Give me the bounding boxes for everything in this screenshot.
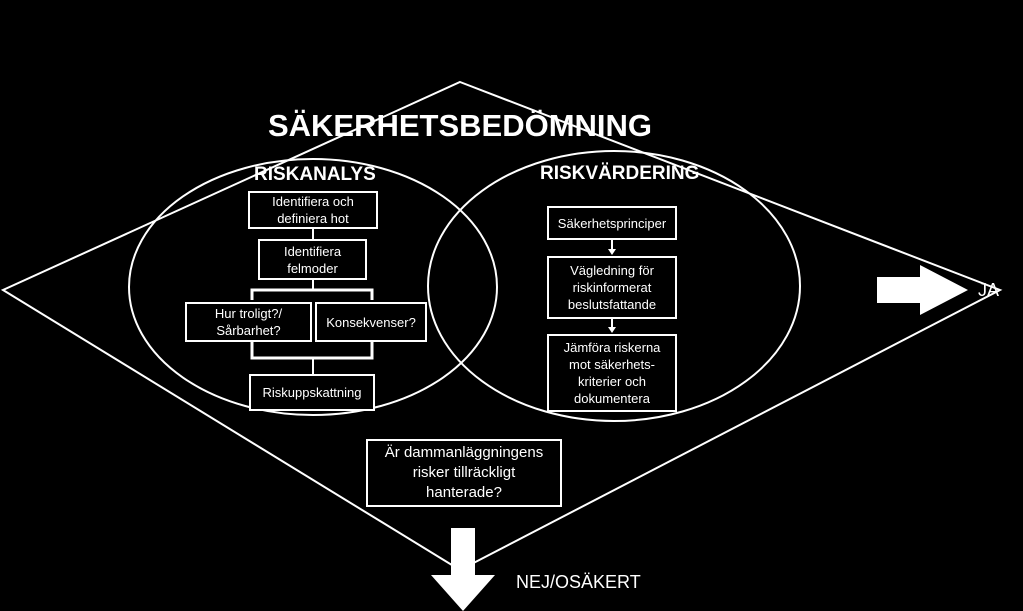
arrow-principles-guidance (608, 249, 616, 255)
question-box: Är dammanläggningens risker tillräckligt… (366, 439, 562, 507)
yes-label: JA (978, 280, 1000, 300)
riskanalys-ellipse (128, 158, 498, 416)
safety-principles-box: Säkerhetsprinciper (547, 206, 677, 240)
risk-estimation-box: Riskuppskattning (249, 374, 375, 411)
guidance-box: Vägledning för riskinformerat beslutsfat… (547, 256, 677, 319)
riskvardering-ellipse (427, 150, 801, 422)
split-bracket (250, 288, 374, 300)
riskvardering-heading: RISKVÄRDERING (540, 163, 700, 184)
arrow-guidance-compare (608, 327, 616, 333)
yes-arrow (877, 265, 968, 315)
compare-criteria-box: Jämföra riskerna mot säkerhets- kriterie… (547, 334, 677, 412)
no-label: NEJ/OSÄKERT (516, 572, 641, 592)
diagram-title: SÄKERHETSBEDÖMNING (267, 108, 653, 143)
likelihood-box: Hur troligt?/ Sårbarhet? (185, 302, 312, 342)
identify-threats-box: Identifiera och definiera hot (248, 191, 378, 229)
consequences-box: Konsekvenser? (315, 302, 427, 342)
identify-failure-modes-box: Identifiera felmoder (258, 239, 367, 280)
merge-bracket (250, 342, 374, 360)
riskanalys-heading: RISKANALYS (254, 164, 376, 185)
no-arrow (431, 528, 495, 611)
